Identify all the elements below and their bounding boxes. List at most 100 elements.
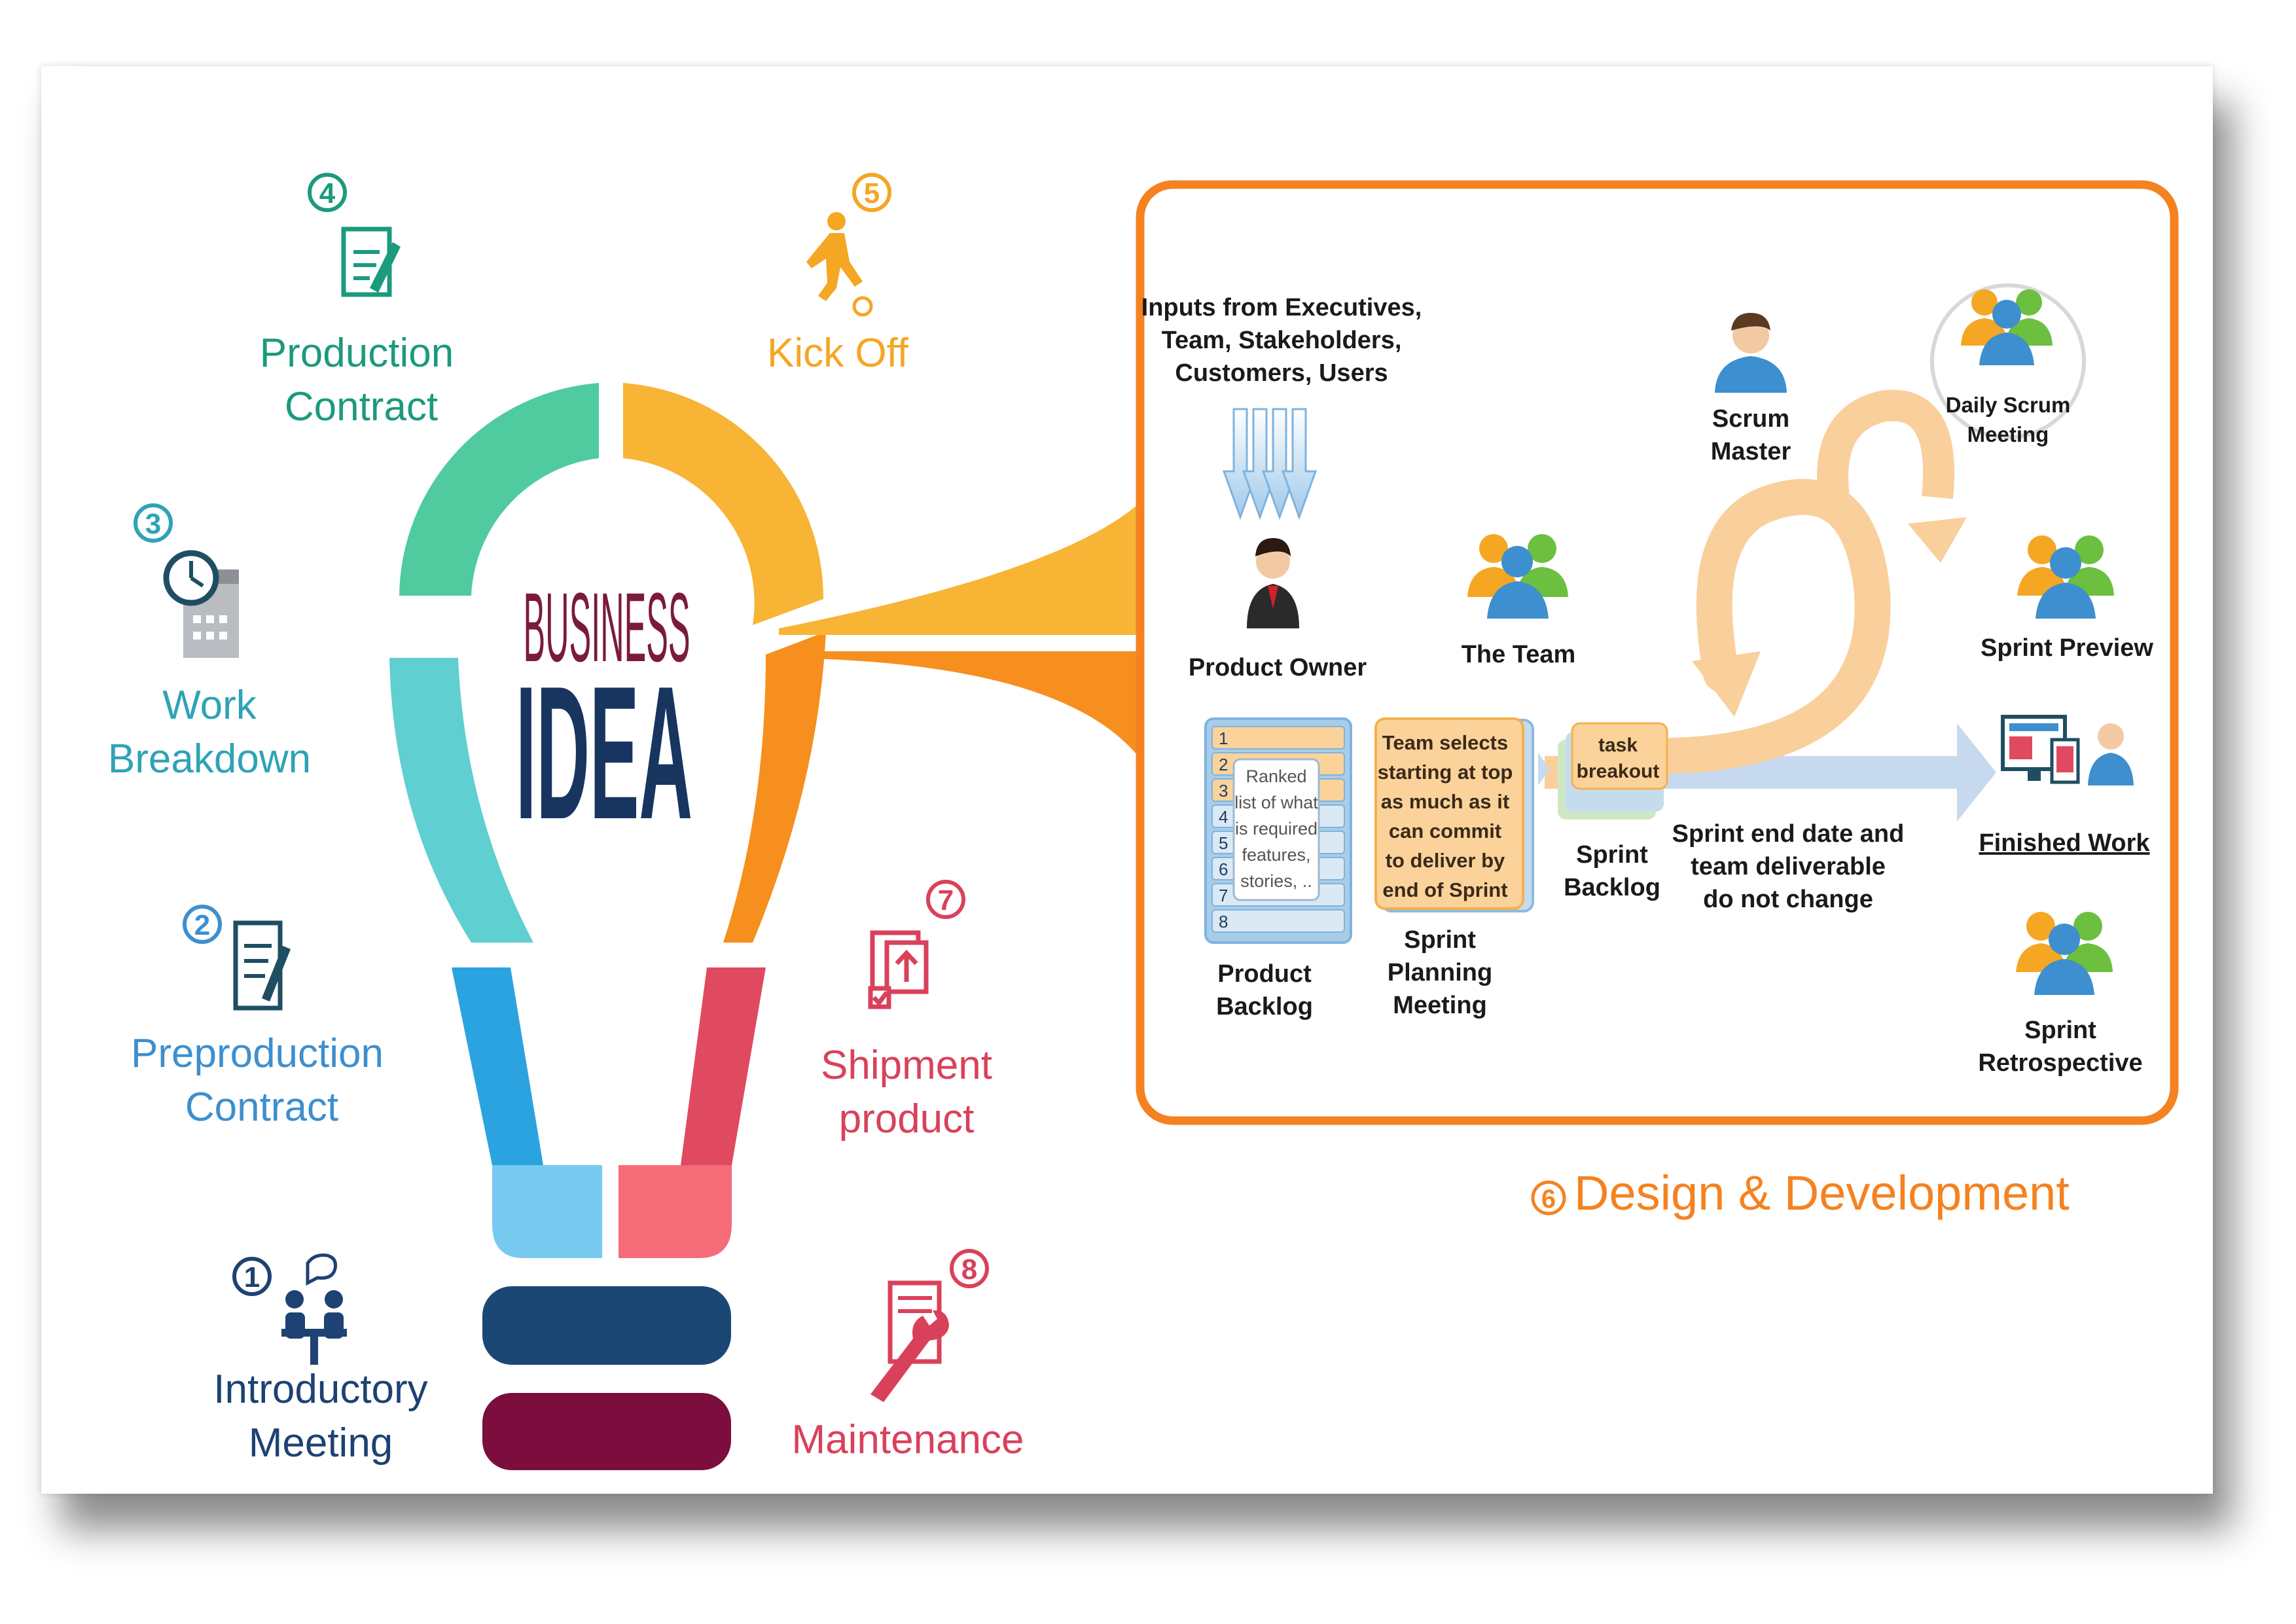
runner-kick-icon [806, 212, 873, 317]
sprint-preview-icon [2017, 535, 2114, 619]
backlog-row-number: 5 [1219, 833, 1228, 853]
step-5-badge [852, 173, 891, 212]
task-breakout-line1: task [1598, 734, 1638, 756]
backlog-note-line4: features, [1242, 845, 1310, 865]
team-selects-line6: end of Sprint [1382, 878, 1507, 901]
document-sign-icon [233, 920, 291, 1011]
bulb-segment-orange [623, 383, 824, 625]
sprint-retrospective-label-line1: Sprint [2024, 1017, 2096, 1044]
team-selects-line2: starting at top [1378, 761, 1513, 784]
step-4-label-line2: Contract [285, 384, 438, 429]
backlog-row-number: 1 [1219, 729, 1228, 748]
input-down-arrows [1222, 408, 1318, 520]
sprint-end-line2: team deliverable [1691, 853, 1886, 880]
daily-scrum-label-line1: Daily Scrum [1946, 393, 2071, 417]
backlog-row-number: 3 [1219, 781, 1228, 801]
step-1-label-line1: Introductory [213, 1367, 427, 1412]
step-8-number: 8 [961, 1254, 977, 1286]
sprint-backlog-line1: Sprint [1576, 841, 1648, 869]
step-8-maintenance: 8 Maintenance [791, 1249, 1024, 1462]
sprint-backlog-card [1558, 722, 1668, 820]
step-3-work-breakdown: 3 Work Breakdown [108, 503, 311, 782]
lightbulb: BUSINESS IDEA [389, 383, 826, 1470]
step-8-label: Maintenance [791, 1417, 1024, 1462]
scrum-master-icon [1715, 313, 1787, 393]
sprint-retrospective-icon [2016, 912, 2113, 995]
daily-scrum-label-line2: Meeting [1967, 422, 2049, 446]
step-2-badge [183, 905, 222, 944]
backlog-note-line3: is required [1235, 819, 1318, 839]
bulb-title-idea: IDEA [516, 647, 692, 859]
backlog-row-number: 8 [1219, 912, 1228, 931]
step-1-label-line2: Meeting [249, 1420, 393, 1466]
step-3-label-line1: Work [162, 683, 257, 728]
the-team-icon [1467, 534, 1568, 619]
step-6-number: 6 [1541, 1185, 1556, 1214]
product-owner-icon [1247, 538, 1299, 628]
team-selects-line1: Team selects [1382, 731, 1508, 754]
backlog-row-number: 2 [1219, 755, 1228, 774]
bulb-segment-green [399, 383, 599, 596]
step-1-introductory-meeting: 1 Introductory Meeting [213, 1254, 428, 1466]
finished-work-icon [2001, 715, 2134, 785]
bulb-base-maroon [482, 1393, 731, 1470]
sprint-preview-label: Sprint Preview [1981, 634, 2153, 662]
inputs-line2: Team, Stakeholders, [1162, 327, 1402, 354]
wrench-device-icon [870, 1280, 949, 1402]
step-7-badge [926, 880, 965, 919]
backlog-note-line2: list of what [1234, 793, 1318, 812]
team-selects-line3: as much as it [1381, 790, 1509, 813]
sprint-end-line3: do not change [1703, 886, 1873, 913]
bulb-segment-light-blue [492, 1165, 602, 1258]
step-2-label-line2: Contract [185, 1085, 338, 1130]
inputs-line3: Customers, Users [1175, 359, 1388, 387]
funnel-connector-lower [779, 651, 1145, 766]
step-4-number: 4 [319, 177, 336, 209]
step-2-label-line1: Preproduction [131, 1031, 384, 1076]
bulb-segment-pink [619, 1165, 732, 1258]
calendar-clock-icon [163, 550, 239, 658]
step-4-label-line1: Production [260, 331, 454, 376]
step-5-number: 5 [864, 177, 880, 209]
step-3-label-line2: Breakdown [108, 736, 311, 782]
step-7-label-line2: product [839, 1096, 975, 1142]
step-5-kick-off: 5 Kick Off [767, 173, 909, 376]
step-6-design-development: 6 Design & Development [1531, 1166, 2070, 1220]
step-7-label-line1: Shipment [821, 1043, 992, 1088]
backlog-row [1211, 909, 1345, 933]
step-2-preproduction-contract: 2 Preproduction Contract [131, 905, 384, 1130]
team-selects-line4: can commit [1389, 820, 1501, 842]
step-4-badge [308, 173, 347, 212]
step-6-label: Design & Development [1574, 1166, 2070, 1220]
bulb-segment-red [681, 967, 766, 1165]
daily-scrum-team-icon [1961, 289, 2053, 365]
step-5-label: Kick Off [767, 331, 909, 376]
scrum-process: Inputs from Executives, Team, Stakeholde… [1141, 283, 2153, 1077]
sprint-planning-card [1374, 717, 1550, 912]
sprint-backlog-line2: Backlog [1564, 874, 1660, 901]
product-backlog-label-line2: Backlog [1216, 993, 1313, 1020]
product-backlog-label-line1: Product [1217, 960, 1312, 988]
step-1-number: 1 [244, 1261, 260, 1293]
scrum-master-label-line2: Master [1711, 438, 1791, 465]
bulb-base-navy [482, 1286, 731, 1365]
sprint-retrospective-label-line2: Retrospective [1978, 1049, 2142, 1077]
backlog-note-line5: stories, .. [1240, 871, 1312, 891]
backlog-row-number: 7 [1219, 886, 1228, 905]
bulb-segment-blue [452, 967, 543, 1165]
finished-work-label: Finished Work [1979, 829, 2150, 857]
bulb-title-business: BUSINESS [524, 572, 691, 682]
bulb-segment-dark-orange [723, 632, 826, 943]
backlog-note-line1: Ranked [1246, 767, 1306, 786]
sprint-end-line1: Sprint end date and [1672, 820, 1905, 848]
step-3-number: 3 [145, 508, 161, 540]
sprint-planning-line1: Sprint [1404, 926, 1476, 954]
the-team-label: The Team [1462, 641, 1576, 668]
step-7-shipment-product: 7 Shipment product [821, 880, 992, 1142]
task-breakout-line2: breakout [1577, 761, 1660, 782]
step-3-badge [134, 503, 173, 543]
backlog-row [1211, 726, 1345, 749]
contract-icon [341, 226, 401, 297]
